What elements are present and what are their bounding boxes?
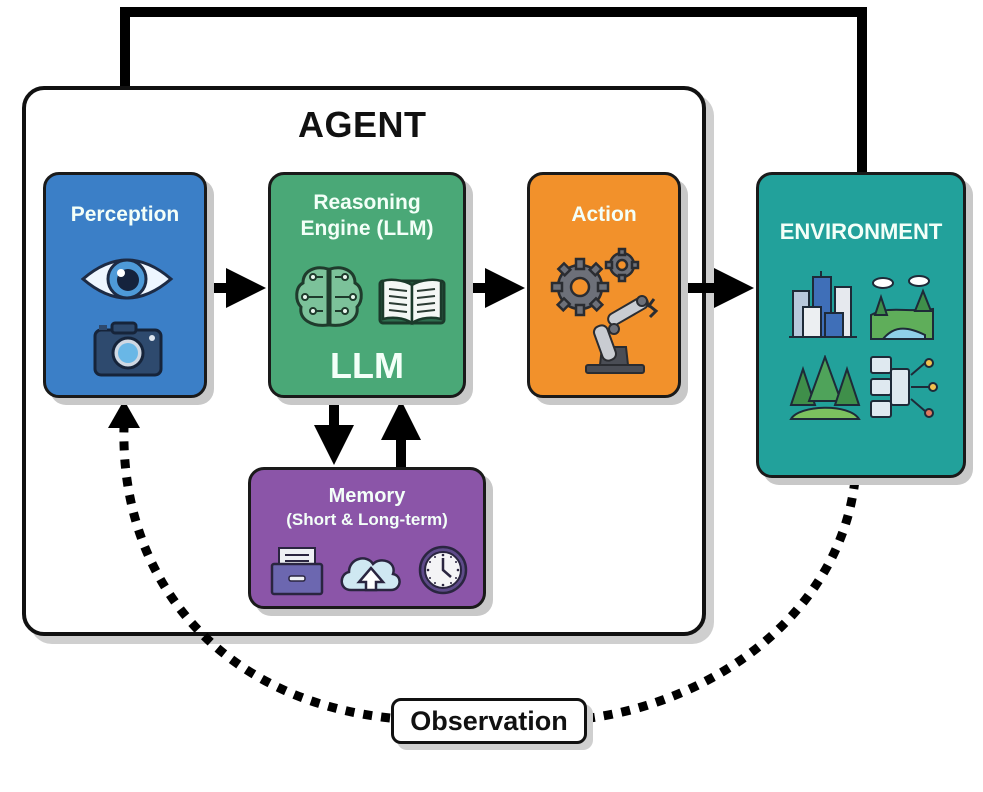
brain-circuit-icon: [295, 266, 363, 327]
forest-icon: [789, 355, 861, 420]
environment-label: ENVIRONMENT: [779, 219, 943, 244]
gears-icon: [550, 247, 659, 374]
action-label: Action: [571, 203, 637, 226]
perception-label: Perception: [70, 203, 180, 226]
memory-subtitle: (Short & Long-term): [286, 510, 448, 529]
landscape-river-icon: [870, 275, 934, 340]
data-network-icon: [870, 356, 938, 418]
memory-label: Memory (Short & Long-term): [251, 484, 483, 532]
clock-icon: [418, 545, 468, 595]
reasoning-label: Reasoning Engine (LLM): [271, 190, 463, 242]
agent-title: AGENT: [298, 104, 427, 145]
reasoning-engine-node[interactable]: Reasoning Engine (LLM) LLM: [268, 172, 466, 398]
feedback-loop-line: [105, 7, 867, 172]
cloud-upload-icon: [340, 557, 401, 592]
city-icon: [789, 271, 857, 338]
reasoning-label-line1: Reasoning: [313, 191, 421, 214]
action-node[interactable]: Action: [527, 172, 681, 398]
eye-icon: [80, 258, 174, 300]
perception-node[interactable]: Perception: [43, 172, 207, 398]
environment-node[interactable]: ENVIRONMENT: [756, 172, 966, 478]
memory-node[interactable]: Memory (Short & Long-term): [248, 467, 486, 609]
observation-loop-dotted: [119, 425, 860, 723]
open-book-icon: [378, 278, 446, 326]
observation-label: Observation: [391, 698, 587, 744]
llm-text: LLM: [330, 345, 404, 386]
memory-title: Memory: [328, 485, 406, 507]
reasoning-label-line2: Engine (LLM): [300, 217, 434, 240]
observation-arrowhead: [108, 400, 140, 428]
robot-arm-icon: [585, 295, 659, 374]
camera-icon: [93, 321, 163, 377]
file-drawer-icon: [270, 547, 324, 596]
